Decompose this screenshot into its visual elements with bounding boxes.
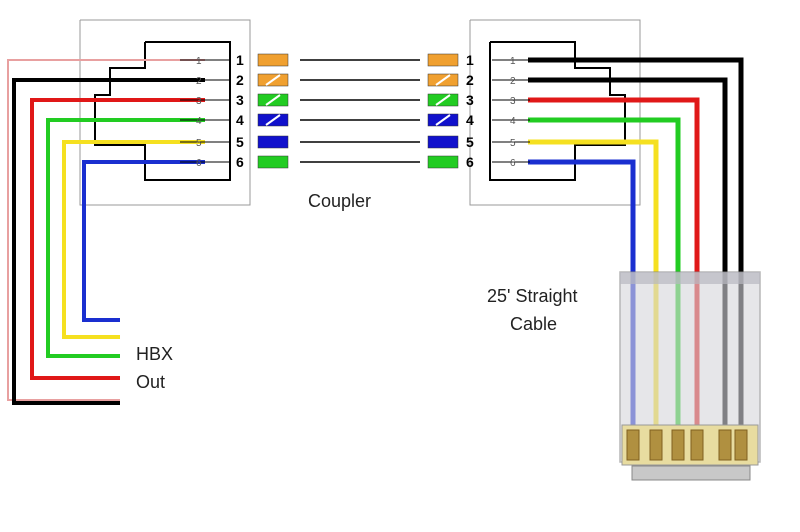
left-wires: [7, 59, 205, 405]
cable-label-line2: Cable: [510, 314, 557, 334]
left-pin-number-6: 6: [236, 154, 244, 170]
pin-row-2: 2 2 2 2: [180, 72, 530, 88]
right-jack: [469, 19, 641, 206]
right-pin-number-6: 6: [466, 154, 474, 170]
left-wire-1: [7, 59, 205, 401]
right-pin-small-3: 3: [510, 96, 516, 107]
cable-label-line1: 25' Straight: [487, 286, 578, 306]
right-pin-small-6: 6: [510, 158, 516, 169]
right-swatch-stripe-3: [435, 94, 451, 106]
out-label: Out: [136, 372, 165, 392]
rj-plug: [619, 271, 761, 481]
pin-row-1: 1 1 1 1: [180, 52, 530, 68]
right-swatch-1: [427, 53, 459, 67]
left-pin-number-1: 1: [236, 52, 244, 68]
pin-row-3: 3 3 3 3: [180, 92, 530, 108]
left-swatch-6: [257, 155, 289, 169]
left-jack: [79, 19, 251, 206]
right-pin-number-1: 1: [466, 52, 474, 68]
left-swatch-stripe-4: [265, 114, 281, 126]
plug-contacts: [626, 429, 748, 461]
right-pin-number-4: 4: [466, 112, 474, 128]
left-pin-number-4: 4: [236, 112, 244, 128]
pin-rows: 1 1 1 1 2 2 2 2 3 3 3 3 4 4 4 4 5 5 5 5 6 6 6 6: [180, 52, 530, 170]
right-pin-small-1: 1: [510, 56, 516, 67]
plug-contact-2: [718, 429, 732, 461]
right-swatch-stripe-4: [435, 114, 451, 126]
left-swatch-stripe-2: [265, 74, 281, 86]
left-pin-small-3: 3: [196, 96, 202, 107]
plug-contact-4: [671, 429, 685, 461]
pin-row-4: 4 4 4 4: [180, 112, 530, 128]
right-pin-number-5: 5: [466, 134, 474, 150]
right-pin-small-4: 4: [510, 116, 516, 127]
left-wire-4: [46, 118, 205, 358]
left-pin-number-5: 5: [236, 134, 244, 150]
left-wire-5: [62, 140, 205, 339]
left-pin-small-2: 2: [196, 76, 202, 87]
right-pin-number-2: 2: [466, 72, 474, 88]
left-wire-6: [82, 160, 205, 322]
left-swatch-1: [257, 53, 289, 67]
left-pin-number-2: 2: [236, 72, 244, 88]
left-wire-2: [12, 78, 205, 405]
right-pin-small-5: 5: [510, 138, 516, 149]
right-pin-small-2: 2: [510, 76, 516, 87]
right-swatch-6: [427, 155, 459, 169]
left-swatch-stripe-3: [265, 94, 281, 106]
right-swatch-5: [427, 135, 459, 149]
hbx-label: HBX: [136, 344, 173, 364]
plug-contact-5: [649, 429, 663, 461]
plug-contact-3: [690, 429, 704, 461]
left-pin-number-3: 3: [236, 92, 244, 108]
left-pin-small-6: 6: [196, 158, 202, 169]
pin-row-6: 6 6 6 6: [180, 154, 530, 170]
right-pin-number-3: 3: [466, 92, 474, 108]
left-swatch-5: [257, 135, 289, 149]
left-pin-small-5: 5: [196, 138, 202, 149]
right-swatch-stripe-2: [435, 74, 451, 86]
left-pin-small-1: 1: [196, 56, 202, 67]
left-pin-small-4: 4: [196, 116, 202, 127]
pin-row-5: 5 5 5 5: [180, 134, 530, 150]
coupler-label: Coupler: [308, 191, 371, 211]
plug-contact-6: [626, 429, 640, 461]
plug-contact-1: [734, 429, 748, 461]
left-wire-3: [30, 98, 205, 380]
